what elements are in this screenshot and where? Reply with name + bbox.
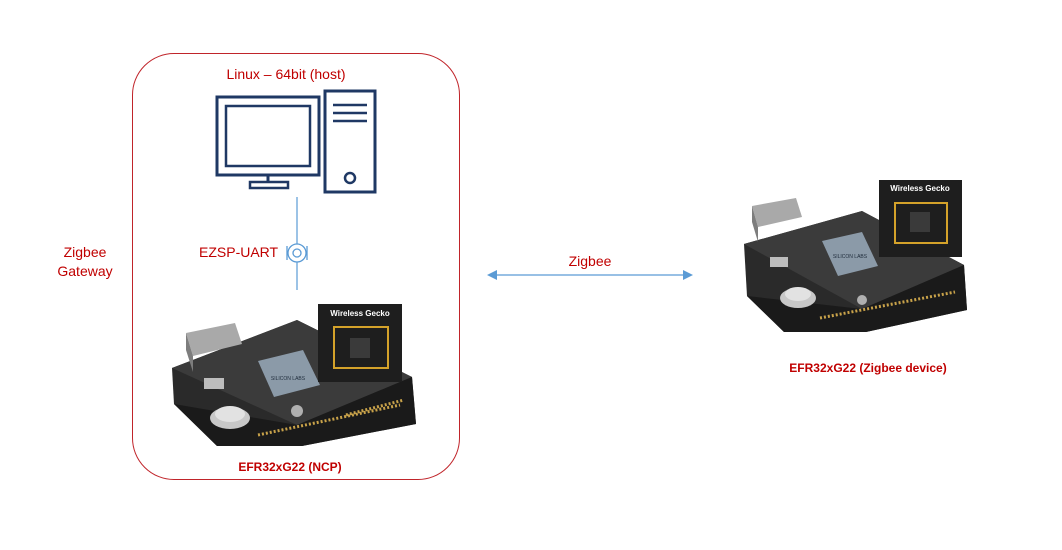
host-title: Linux – 64bit (host) — [226, 66, 346, 82]
double-arrow-icon — [487, 270, 693, 280]
monitor-icon — [215, 95, 321, 190]
device-radio-module-text: Wireless Gecko — [890, 184, 950, 193]
device-chip-text: SILICON LABS — [833, 254, 868, 260]
ncp-board-image — [172, 304, 416, 446]
gateway-label-line2: Gateway — [57, 263, 113, 279]
uart-connector-icon — [286, 243, 308, 263]
ncp-radio-module-text: Wireless Gecko — [330, 309, 390, 318]
device-board-image — [744, 180, 967, 332]
ncp-chip-text: SILICON LABS — [271, 376, 306, 382]
zigbee-link-label: Zigbee — [568, 253, 612, 269]
tower-pc-icon — [323, 89, 377, 194]
zigbee-device-label: EFR32xG22 (Zigbee device) — [789, 361, 947, 375]
gateway-label-line1: Zigbee — [63, 244, 107, 260]
ncp-board-label: EFR32xG22 (NCP) — [238, 460, 342, 474]
zigbee-gateway-box — [132, 53, 460, 480]
gateway-group-label: Zigbee Gateway — [40, 243, 130, 281]
ezsp-uart-label: EZSP-UART — [199, 244, 279, 260]
